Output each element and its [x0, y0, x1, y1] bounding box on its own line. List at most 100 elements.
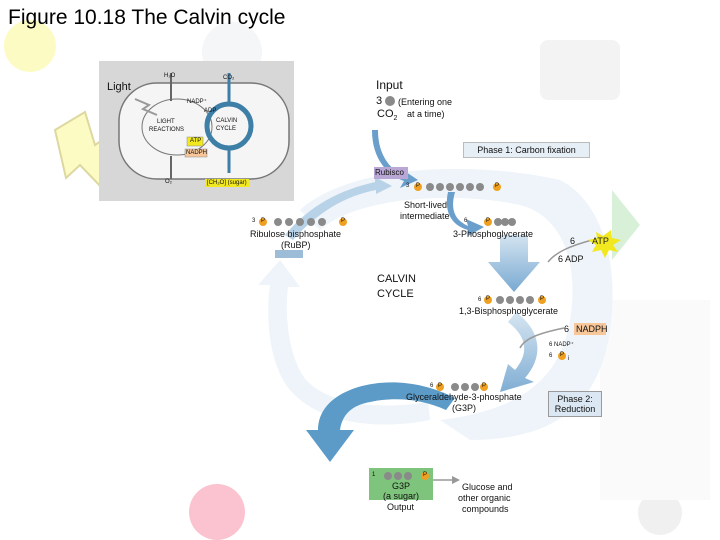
carbon-atom: [307, 218, 315, 226]
inset-atp-label: ATP: [190, 138, 202, 144]
bpg-molecule: [484, 296, 546, 304]
nadph-count: 6: [564, 324, 570, 334]
inset-light-reactions-label-1: LIGHT: [157, 119, 175, 125]
bg-gray-circle-bottom: [638, 491, 682, 535]
carbon-atom: [318, 218, 326, 226]
g3p-label-2: (G3P): [452, 403, 477, 413]
carbon-atom: [471, 383, 479, 391]
g3p-label-1: Glyceraldehyde-3-phosphate: [406, 392, 522, 402]
pga-count: 6: [464, 218, 468, 224]
phosphate-group: [484, 218, 492, 226]
fixation-arrow: [285, 177, 392, 240]
p-label: P: [416, 183, 421, 189]
output-label-1: G3P: [392, 481, 411, 491]
p-label: P: [423, 472, 428, 478]
atp-starburst: [588, 230, 621, 258]
phosphate-group: [480, 383, 488, 391]
carbon-atom: [394, 472, 402, 480]
nadph-highlight: [574, 323, 606, 335]
inset-h2o-label: H₂O: [164, 73, 176, 79]
pi-subscript: i: [568, 356, 570, 362]
carbon-atom: [384, 472, 392, 480]
carbon-atom: [451, 383, 459, 391]
intermediate-to-pga-arrow: [446, 192, 484, 236]
bg-pink-circle: [189, 484, 245, 540]
bpg-label: 1,3-Bisphosphoglycerate: [459, 306, 559, 316]
bpg-count: 6: [478, 297, 482, 303]
nadp-label: 6 NADP⁺: [549, 342, 574, 348]
inset-nadph-chip: [184, 148, 208, 158]
input-entering-1: (Entering one: [398, 97, 453, 107]
phosphate-group: [558, 352, 566, 360]
rubisco-label: Rubisco: [375, 168, 404, 177]
input-count: 3: [376, 95, 383, 107]
output-count: 1: [372, 472, 376, 478]
atp-count: 6: [570, 236, 576, 246]
input-heading: Input: [376, 78, 403, 92]
phase2-label: Phase 2: Reduction: [548, 391, 602, 417]
carbon-atom: [461, 383, 469, 391]
inset-atp-chip: [186, 136, 204, 147]
p-label: P: [341, 218, 346, 224]
inset-calvin-label-1: CALVIN: [216, 118, 238, 124]
p-label: P: [486, 218, 491, 224]
p-label: P: [540, 296, 545, 302]
inset-sugar-label: [CH₂O] (sugar): [205, 179, 249, 187]
atp-label: ATP: [592, 236, 609, 246]
nadph-arrow: [519, 327, 565, 349]
glucose-label-3: compounds: [462, 504, 509, 514]
carbon-atom: [456, 183, 464, 191]
p-label: P: [495, 183, 500, 189]
chloroplast-outline: [118, 82, 290, 180]
carbon-atom: [496, 296, 504, 304]
pga-label: 3-Phosphoglycerate: [453, 229, 534, 239]
glucose-arrowhead: [452, 476, 460, 484]
output-label-3: Output: [387, 502, 415, 512]
bg-yellow-circle: [4, 20, 56, 72]
atp-burst: [588, 230, 621, 258]
phosphate-group: [484, 296, 492, 304]
output-box: [369, 468, 433, 500]
g3p-count: 6: [430, 383, 434, 389]
cycle-background-arc: [300, 168, 613, 440]
regeneration-arrow: [258, 260, 430, 425]
carbon-atom: [285, 218, 293, 226]
inset-light-label: Light: [107, 81, 131, 93]
carbon-atom: [476, 183, 484, 191]
carbon-atom: [516, 296, 524, 304]
input-co2-sub: 2: [393, 115, 398, 123]
carbon-atom: [436, 183, 444, 191]
bg-gray-square: [540, 40, 620, 100]
p-label: P: [560, 352, 565, 358]
phosphate-group: [538, 296, 546, 304]
rubp-molecule: [259, 218, 347, 226]
p-label: P: [486, 296, 491, 302]
p-label: P: [482, 383, 487, 389]
inset-overview: Light H₂O CO₂ NADP⁺ ADP LIGHT REACTIONS …: [99, 61, 294, 201]
co2-molecule: [385, 96, 395, 106]
pi-count: 6: [549, 353, 553, 359]
carbon-atom: [274, 218, 282, 226]
inset-calvin-label-2: CYCLE: [216, 126, 237, 132]
phase1-label: Phase 1: Carbon fixation: [463, 142, 590, 158]
inset-co2-label: CO₂: [223, 75, 235, 81]
carbon-atom: [426, 183, 434, 191]
phase2-label-1: Phase 2:: [557, 394, 593, 404]
phosphate-group: [493, 183, 501, 191]
bg-green-shape: [612, 190, 640, 260]
inset-adp-label: ADP: [204, 108, 217, 114]
light-reactions-zone: [141, 98, 213, 156]
reduction-arrow-2: [500, 312, 538, 392]
carbon-atom: [494, 218, 502, 226]
inset-diagram: [99, 61, 294, 201]
intermediate-molecule: [414, 183, 501, 191]
inset-light-reactions-label-2: REACTIONS: [149, 127, 185, 133]
carbon-atom: [404, 472, 412, 480]
intermediate-count: 3: [406, 183, 410, 189]
carbon-atom: [508, 218, 516, 226]
pga-molecule: [484, 218, 516, 226]
phase2-label-2: Reduction: [554, 404, 596, 414]
output-label-2: (a sugar): [383, 491, 420, 501]
